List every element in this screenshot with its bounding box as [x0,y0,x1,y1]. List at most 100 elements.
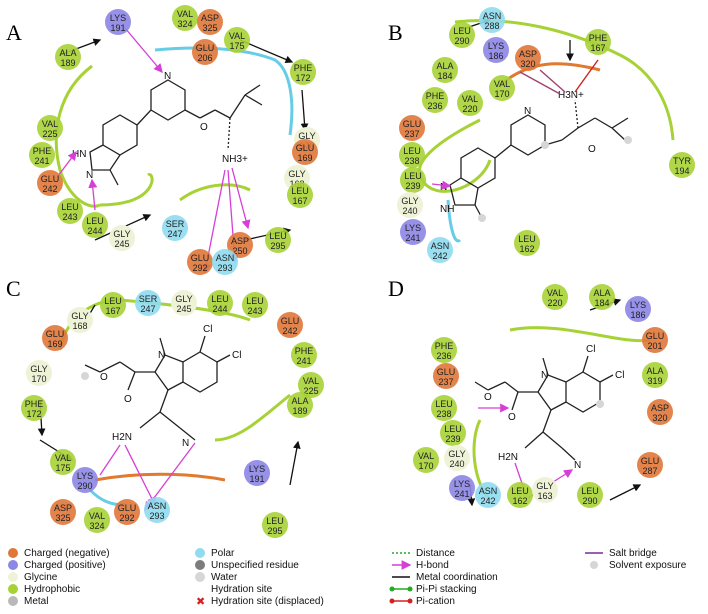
legend-item-water: Water [195,572,238,583]
pocket-line [509,326,651,343]
residue-name: VAL [418,451,434,461]
residue-number: 293 [217,263,232,273]
residue-number: 162 [512,496,527,506]
residue-name: LEU [581,486,599,496]
residue-marker [542,284,568,310]
residue-number: 167 [292,196,307,206]
legend-item-saltbridge: Salt bridge [585,548,657,559]
residue-number: 245 [176,304,191,314]
residue-name: GLU [191,253,210,263]
panel-label-a: A [6,20,22,45]
residue-number: 293 [149,511,164,521]
residue-name: VAL [229,31,245,41]
legend-label: Water [211,572,238,583]
residue-name: GLY [113,229,130,239]
residue-marker [171,290,197,316]
atom-label: O [100,372,108,383]
legend-symbol [195,572,205,582]
residue-marker [42,325,68,351]
residue-number: 239 [445,434,460,444]
residue-marker [277,312,303,338]
atom-label: N [541,370,548,381]
residue-name: ASN [479,486,498,496]
legend-item-hyd_site: Hydration site [195,584,273,595]
residue-marker [242,292,268,318]
residue-number: 236 [427,101,442,111]
residue-name: ASP [54,503,72,513]
atom-label: O [484,392,492,403]
residue-number: 287 [642,466,657,476]
legend-label: Hydration site [211,584,273,595]
legend: Charged (negative)Charged (positive)Glyc… [8,548,687,608]
residue-number: 194 [674,166,689,176]
residue-number: 242 [42,184,57,194]
residue-name: ASP [519,49,537,59]
legend-symbol [389,598,413,604]
legend-item-hbond: H-bond [392,560,449,571]
residue-marker [100,292,126,318]
residue-number: 167 [105,306,120,316]
atom-label: N [158,350,165,361]
residue-marker [72,467,98,493]
residue-marker [292,139,318,165]
residue-marker [50,499,76,525]
legend-symbol [8,596,18,606]
legend-symbol [8,560,18,570]
atom-label: Cl [232,350,241,361]
atom-label: H2N [498,452,518,463]
residue-marker [400,167,426,193]
residue-number: 292 [192,263,207,273]
residue-number: 220 [547,298,562,308]
panel-label-b: B [388,20,403,45]
residue-number: 175 [55,463,70,473]
residue-number: 241 [296,356,311,366]
residue-marker [489,75,515,101]
atom-label: NH3+ [222,154,248,165]
residue-marker [440,420,466,446]
legend-symbol [8,572,18,582]
residue-name: LEU [104,296,122,306]
solvent-exposure-dot [478,214,486,222]
atom-label: H2N [112,432,132,443]
backbone-link [289,440,301,486]
residue-name: LEU [444,424,462,434]
residue-name: ASN [431,241,450,251]
residue-marker [457,90,483,116]
legend-label: Distance [416,548,455,559]
legend-item-solvent: Solvent exposure [590,560,687,571]
residue-name: ALA [436,61,453,71]
pocket-line [454,19,675,141]
residue-number: 191 [110,23,125,33]
residue-marker [197,9,223,35]
ligand-structure-a [89,79,263,186]
residue-name: TYR [673,156,692,166]
residue-marker [399,115,425,141]
legend-label: Pi-Pi stacking [416,584,477,595]
residue-marker [82,212,108,238]
residue-name: VAL [462,94,478,104]
